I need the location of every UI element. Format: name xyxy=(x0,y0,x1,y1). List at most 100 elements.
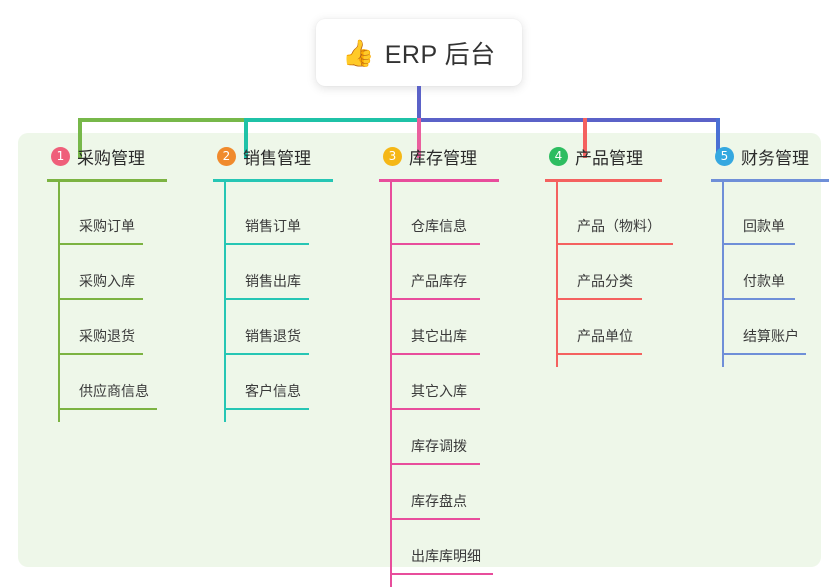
branch-title: 财务管理 xyxy=(741,148,809,168)
branch-item[interactable]: 出库库明细 xyxy=(359,520,529,575)
branch-item[interactable]: 其它出库 xyxy=(359,300,529,355)
branch-item-label: 产品库存 xyxy=(411,273,467,289)
branch-title: 采购管理 xyxy=(77,148,145,168)
branch-item-label: 销售退货 xyxy=(245,328,301,344)
branch-item-rule xyxy=(390,243,480,245)
branch-item-label: 产品（物料） xyxy=(577,218,661,234)
branch-item-label: 仓库信息 xyxy=(411,218,467,234)
branch-column-5: 5 财务管理回款单付款单结算账户 xyxy=(691,143,839,367)
branch-item[interactable]: 库存调拨 xyxy=(359,410,529,465)
branch-item[interactable]: 销售出库 xyxy=(193,245,359,300)
branch-item-label: 其它入库 xyxy=(411,383,467,399)
branch-header-rule xyxy=(379,179,499,182)
branch-header[interactable]: 4 产品管理 xyxy=(525,143,695,169)
branch-column-2: 2 销售管理销售订单销售出库销售退货客户信息 xyxy=(193,143,359,422)
branch-number-badge: 1 xyxy=(51,146,70,166)
branch-item[interactable]: 采购退货 xyxy=(27,300,193,355)
branch-item-rule xyxy=(224,353,309,355)
connector-drop-1 xyxy=(78,118,82,158)
branch-header[interactable]: 3 库存管理 xyxy=(359,143,529,169)
branch-item-rule xyxy=(390,463,480,465)
branch-item-rule xyxy=(390,518,480,520)
branch-number-badge: 2 xyxy=(217,146,236,166)
branch-item-label: 产品单位 xyxy=(577,328,633,344)
branch-spine xyxy=(722,181,724,367)
branch-item[interactable]: 结算账户 xyxy=(691,300,839,355)
branch-item-label: 采购入库 xyxy=(79,273,135,289)
branch-item-rule xyxy=(556,243,673,245)
branch-item-label: 结算账户 xyxy=(743,328,799,344)
branch-item-rule xyxy=(224,408,309,410)
branch-item[interactable]: 销售订单 xyxy=(193,190,359,245)
branch-item[interactable]: 产品（物料） xyxy=(525,190,695,245)
branch-item-rule xyxy=(224,243,309,245)
branch-item[interactable]: 产品分类 xyxy=(525,245,695,300)
branch-items: 销售订单销售出库销售退货客户信息 xyxy=(193,190,359,410)
branch-item-label: 库存盘点 xyxy=(411,493,467,509)
branch-number-badge: 5 xyxy=(715,146,734,166)
branch-item-rule xyxy=(722,243,795,245)
branch-item-rule xyxy=(390,298,480,300)
branch-item-label: 销售订单 xyxy=(245,218,301,234)
root-node-title: ERP 后台 xyxy=(384,40,496,69)
branch-column-1: 1 采购管理采购订单采购入库采购退货供应商信息 xyxy=(27,143,193,422)
branch-item[interactable]: 产品库存 xyxy=(359,245,529,300)
branch-item-rule xyxy=(58,353,143,355)
branch-item-label: 采购退货 xyxy=(79,328,135,344)
branch-item[interactable]: 采购订单 xyxy=(27,190,193,245)
connector-bus-right xyxy=(418,118,720,122)
connector-drop-4 xyxy=(583,118,587,158)
branch-item[interactable]: 其它入库 xyxy=(359,355,529,410)
branch-item-label: 回款单 xyxy=(743,218,785,234)
branch-item-rule xyxy=(224,298,309,300)
branch-item-label: 采购订单 xyxy=(79,218,135,234)
branch-item-label: 付款单 xyxy=(743,273,785,289)
connector-drop-2 xyxy=(244,118,248,158)
branch-spine xyxy=(556,181,558,367)
connector-trunk xyxy=(417,86,421,120)
connector-drop-3 xyxy=(417,118,421,158)
branch-header[interactable]: 1 采购管理 xyxy=(27,143,193,169)
branch-item[interactable]: 库存盘点 xyxy=(359,465,529,520)
branch-item-rule xyxy=(58,298,143,300)
branch-item-rule xyxy=(390,408,480,410)
branch-items: 产品（物料） 产品分类产品单位 xyxy=(525,190,695,355)
branch-item[interactable]: 客户信息 xyxy=(193,355,359,410)
thumbs-up-icon: 👍 xyxy=(342,37,375,68)
branch-item-rule xyxy=(556,298,642,300)
connector-bus-left xyxy=(78,118,246,122)
branch-item-rule xyxy=(58,408,157,410)
branch-item[interactable]: 采购入库 xyxy=(27,245,193,300)
branch-item[interactable]: 供应商信息 xyxy=(27,355,193,410)
branch-item[interactable]: 销售退货 xyxy=(193,300,359,355)
branch-item-label: 供应商信息 xyxy=(79,383,149,399)
branch-item-label: 产品分类 xyxy=(577,273,633,289)
branch-item[interactable]: 仓库信息 xyxy=(359,190,529,245)
branch-header-rule xyxy=(213,179,333,182)
branch-item-label: 客户信息 xyxy=(245,383,301,399)
branch-item-label: 其它出库 xyxy=(411,328,467,344)
branch-item[interactable]: 产品单位 xyxy=(525,300,695,355)
branch-item-label: 出库库明细 xyxy=(411,548,481,564)
branch-item-rule xyxy=(58,243,143,245)
branch-items: 回款单付款单结算账户 xyxy=(691,190,839,355)
branch-header-rule xyxy=(47,179,167,182)
branch-title: 库存管理 xyxy=(409,148,477,168)
connector-bus-middle xyxy=(244,118,420,122)
root-node-card[interactable]: 👍 ERP 后台 xyxy=(316,19,522,86)
branch-item-rule xyxy=(556,353,642,355)
branch-item[interactable]: 付款单 xyxy=(691,245,839,300)
branch-item-rule xyxy=(722,298,795,300)
branch-title: 产品管理 xyxy=(575,148,643,168)
branch-title: 销售管理 xyxy=(243,148,311,168)
branch-column-3: 3 库存管理仓库信息产品库存其它出库其它入库库存调拨库存盘点出库库明细 xyxy=(359,143,529,587)
branch-item-rule xyxy=(390,353,480,355)
branch-number-badge: 3 xyxy=(383,146,402,166)
branch-number-badge: 4 xyxy=(549,146,568,166)
branch-header[interactable]: 5 财务管理 xyxy=(691,143,839,169)
connector-drop-5 xyxy=(716,118,720,158)
branch-header[interactable]: 2 销售管理 xyxy=(193,143,359,169)
branch-item[interactable]: 回款单 xyxy=(691,190,839,245)
branch-item-rule xyxy=(722,353,806,355)
